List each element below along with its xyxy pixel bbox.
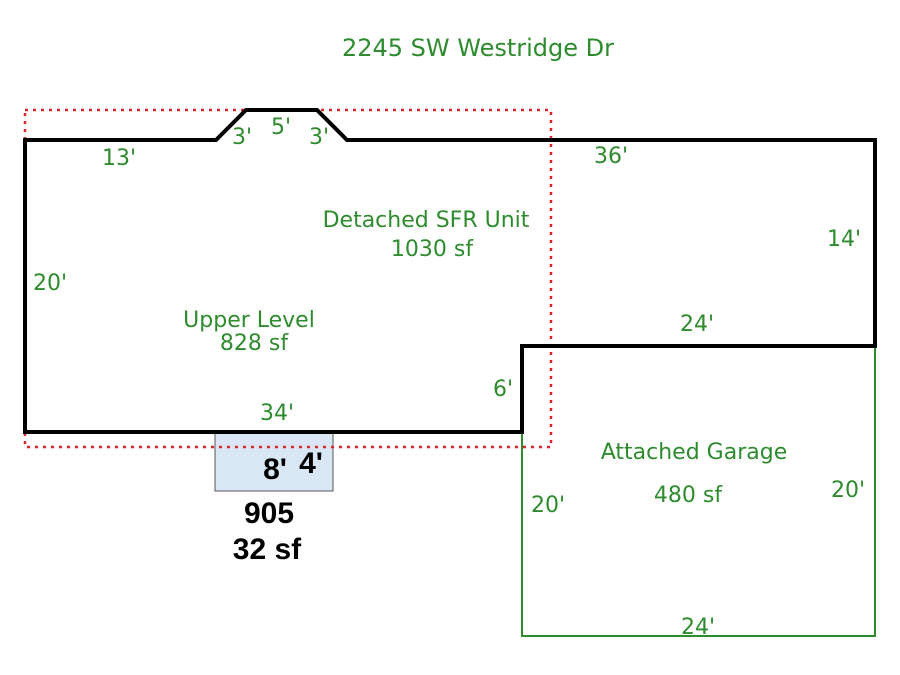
dimension-bay-right: 3' xyxy=(309,125,329,150)
dimension-step: 6' xyxy=(493,377,513,402)
main-unit-area: 1030 sf xyxy=(391,237,474,262)
dimension-top-left: 13' xyxy=(102,146,136,171)
main-unit-outline xyxy=(23,108,877,434)
porch-depth: 8' xyxy=(263,453,287,486)
porch-area xyxy=(214,432,334,492)
upper-level-name: Upper Level xyxy=(183,308,315,333)
dimension-left: 20' xyxy=(33,271,67,296)
upper-level-area: 828 sf xyxy=(220,331,289,356)
garage-area: 480 sf xyxy=(654,483,723,508)
porch-width: 4' xyxy=(299,447,323,480)
dimension-bay-left: 3' xyxy=(232,125,252,150)
main-unit-name: Detached SFR Unit xyxy=(323,208,530,233)
dimension-right-upper: 14' xyxy=(827,227,861,252)
dimension-bottom: 34' xyxy=(260,401,294,426)
porch-code: 905 xyxy=(244,497,294,530)
dimension-garage-bottom: 24' xyxy=(681,615,715,640)
address-title: 2245 SW Westridge Dr xyxy=(342,34,614,62)
porch-area-label: 32 sf xyxy=(233,533,302,566)
dimension-top-right: 36' xyxy=(594,144,628,169)
dimension-bay-top: 5' xyxy=(271,115,291,140)
dimension-garage-right: 20' xyxy=(831,478,865,503)
dimension-mid: 24' xyxy=(680,312,714,337)
dimension-garage-left: 20' xyxy=(531,493,565,518)
garage-name: Attached Garage xyxy=(601,440,787,465)
